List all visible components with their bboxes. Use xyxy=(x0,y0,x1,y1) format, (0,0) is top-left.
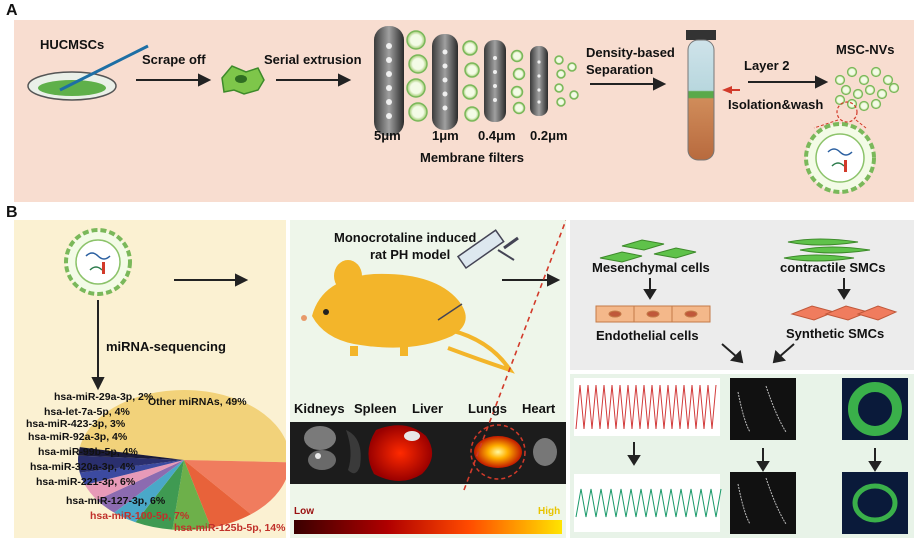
arrow-stain-down xyxy=(868,448,882,472)
pie-slice xyxy=(96,460,184,513)
cells-illustration xyxy=(595,238,898,364)
pie-slice xyxy=(184,460,286,515)
scale-high-label: High xyxy=(538,506,561,517)
model-title-line1: Monocrotaline induced xyxy=(334,230,477,245)
pressure-trace-before xyxy=(575,384,717,430)
synthetic-smcs-label: Synthetic SMCs xyxy=(786,326,885,341)
echo-image-before xyxy=(730,378,796,440)
arrow-mesenchymal-down xyxy=(643,278,657,300)
pie-slice xyxy=(78,455,184,473)
vessel-stain-before xyxy=(842,378,908,440)
pie-slice xyxy=(172,460,211,530)
arrow-extrusion xyxy=(276,73,352,87)
arrow-merge-left xyxy=(721,343,744,364)
pie-slice xyxy=(135,460,184,530)
pie-label: hsa-miR-423-3p, 3% xyxy=(26,418,126,430)
arrow-merge-right xyxy=(772,343,795,364)
vesicle-stream-icon xyxy=(406,30,579,122)
arrow-to-model xyxy=(174,273,249,287)
pie-slice xyxy=(84,460,184,500)
arrow-echo-down xyxy=(756,448,770,472)
pie-label: hsa-miR-29a-3p, 2% xyxy=(54,391,154,403)
petri-dish-icon xyxy=(27,44,149,101)
sequencing-illustration xyxy=(64,228,286,530)
panel-a-illustration xyxy=(27,26,900,194)
organ-label-heart: Heart xyxy=(522,401,556,416)
pie-slice xyxy=(79,390,286,463)
spleen-tissue-image xyxy=(346,430,361,474)
pie-label: hsa-miR-221-3p, 6% xyxy=(36,476,136,488)
filter-size-04: 0.4μm xyxy=(478,128,516,143)
arrow-contractile-down xyxy=(837,278,851,300)
organ-label-lungs: Lungs xyxy=(468,401,507,416)
filter-size-1: 1μm xyxy=(432,128,459,143)
intensity-scale-bar xyxy=(294,520,562,534)
pie-slice xyxy=(78,447,184,460)
pie-label: hsa-miR-99b-5p, 4% xyxy=(38,446,138,458)
arrow-scrape xyxy=(136,73,212,87)
endothelial-cells-label: Endothelial cells xyxy=(596,328,699,343)
rat-icon xyxy=(301,260,515,374)
msc-nvs-label: MSC-NVs xyxy=(836,42,895,57)
filter-size-02: 0.2μm xyxy=(530,128,568,143)
mesenchymal-cells-label: Mesenchymal cells xyxy=(592,260,710,275)
vessel-stain-after xyxy=(842,472,908,534)
pie-label: hsa-let-7a-5p, 4% xyxy=(44,406,130,418)
organ-label-spleen: Spleen xyxy=(354,401,397,416)
pressure-trace-after xyxy=(575,488,722,518)
layer-2-label: Layer 2 xyxy=(744,58,790,73)
contractile-smcs-label: contractile SMCs xyxy=(780,260,886,275)
heart-tissue-image xyxy=(533,438,557,466)
echo-image-after xyxy=(730,472,796,534)
mirna-sequencing-label: miRNA-sequencing xyxy=(106,339,226,354)
pie-slice xyxy=(184,460,251,528)
model-title-line2: rat PH model xyxy=(370,247,451,262)
liver-tissue-image xyxy=(368,425,433,481)
arrow-isolation xyxy=(748,75,829,89)
results-illustration xyxy=(574,378,908,534)
organ-label-liver: Liver xyxy=(412,401,444,416)
pie-slice xyxy=(79,460,184,485)
pie-label: Other miRNAs, 49% xyxy=(148,396,247,408)
isolation-wash-label: Isolation&wash xyxy=(728,97,824,112)
scrape-off-label: Scrape off xyxy=(142,52,206,67)
membrane-filters-label: Membrane filters xyxy=(420,150,525,165)
model-illustration xyxy=(294,220,566,534)
endothelial-cells-icon xyxy=(595,305,711,323)
arrow-trace-down xyxy=(627,442,641,466)
arrow-separation xyxy=(590,77,667,91)
panel-b-letter: B xyxy=(6,204,18,221)
pie-label: hsa-miR-100-5p, 7% xyxy=(90,510,190,522)
syringe-icon xyxy=(437,229,519,321)
mirna-pie-chart xyxy=(78,390,286,530)
density-label-line2: Separation xyxy=(586,62,654,77)
pie-label: hsa-miR-92a-3p, 4% xyxy=(28,431,128,443)
membrane-filters-icon xyxy=(374,26,548,136)
pie-label: hsa-miR-125b-5p, 14% xyxy=(174,522,286,534)
pie-label: hsa-miR-127-3p, 6% xyxy=(66,495,166,507)
synthetic-smcs-icon xyxy=(790,305,898,321)
filter-size-5: 5μm xyxy=(374,128,401,143)
msc-nv-cluster-icon xyxy=(834,66,900,112)
mesenchymal-cells-icon xyxy=(599,239,697,263)
centrifuge-tube-icon xyxy=(686,30,740,161)
panel-a-letter: A xyxy=(6,2,18,19)
contractile-smcs-icon xyxy=(783,238,871,262)
density-label-line1: Density-based xyxy=(586,45,675,60)
lung-tissue-image xyxy=(474,436,522,468)
arrow-to-sequencing xyxy=(91,300,105,391)
hucmscs-label: HUCMSCs xyxy=(40,37,105,52)
nanovesicle-icon xyxy=(64,228,132,296)
pie-label: hsa-miR-320a-3p, 4% xyxy=(30,461,136,473)
serial-extrusion-label: Serial extrusion xyxy=(264,52,362,67)
kidney-tissue-image xyxy=(304,426,336,470)
arrow-to-cells xyxy=(502,273,561,287)
organ-label-kidneys: Kidneys xyxy=(294,401,345,416)
scale-low-label: Low xyxy=(294,506,314,517)
enlarged-vesicle-icon xyxy=(804,122,876,194)
pie-slice xyxy=(114,460,184,523)
